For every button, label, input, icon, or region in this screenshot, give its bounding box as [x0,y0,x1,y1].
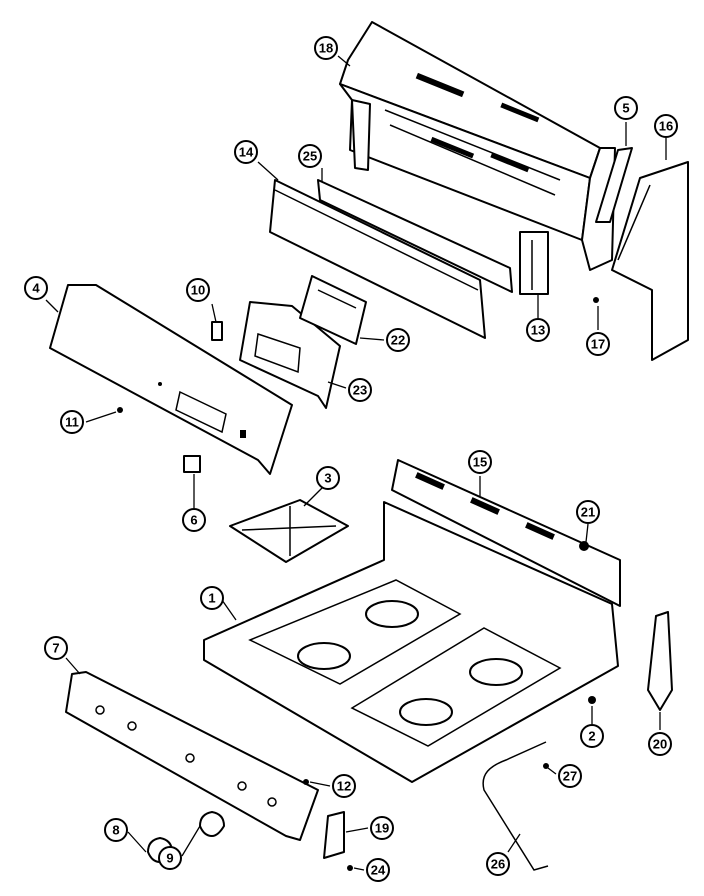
callout-22: 22 [386,328,410,352]
part-24-screw [347,865,353,871]
callout-21-label: 21 [581,505,595,520]
part-22-control-board [299,275,367,345]
callout-2: 2 [580,724,604,748]
part-15-vent-trim [391,459,621,607]
callout-14: 14 [234,140,258,164]
callout-11: 11 [60,410,84,434]
callout-8-label: 8 [112,823,119,838]
callout-15-label: 15 [473,455,487,470]
callout-6: 6 [182,508,206,532]
callout-13-label: 13 [531,323,545,338]
callout-26-label: 26 [491,857,505,872]
fasteners [117,297,599,785]
callout-22-label: 22 [391,333,405,348]
callout-17-label: 17 [591,337,605,352]
callout-21: 21 [576,500,600,524]
callout-4: 4 [24,276,48,300]
callout-9: 9 [158,846,182,870]
part-2-clip [588,696,596,704]
part-11-screw [117,407,123,413]
part-10-switch [211,321,223,341]
callout-18: 18 [314,36,338,60]
callout-1-label: 1 [208,591,215,606]
part-19-bracket [323,811,345,859]
callout-16: 16 [654,114,678,138]
part-7-manifold-panel [65,671,319,841]
part-25-trim [317,179,513,293]
callout-23-label: 23 [353,383,367,398]
callout-9-label: 9 [166,851,173,866]
callout-17: 17 [586,332,610,356]
callout-13: 13 [526,318,550,342]
part-27-screw [543,763,549,769]
part-3-grate [229,499,349,563]
part-14-vent-panel [269,179,486,339]
callout-25: 25 [298,144,322,168]
callout-23: 23 [348,378,372,402]
callout-24-label: 24 [371,863,386,878]
callout-3-label: 3 [324,471,331,486]
callout-3: 3 [316,466,340,490]
callout-18-label: 18 [319,41,333,56]
callout-27: 27 [558,764,582,788]
part-17-screw [593,297,599,303]
part-21-grommet [579,541,589,551]
part-6-module [183,455,201,473]
callout-24: 24 [366,858,390,882]
callout-6-label: 6 [190,513,197,528]
callout-15: 15 [468,450,492,474]
callout-16-label: 16 [659,119,673,134]
part-16-side-trim [611,161,689,361]
callout-19-label: 19 [375,821,389,836]
callout-7: 7 [44,636,68,660]
callout-7-label: 7 [52,641,59,656]
callout-12-label: 12 [337,779,351,794]
callout-11-label: 11 [65,415,79,430]
callout-27-label: 27 [563,769,577,784]
callout-2-label: 2 [588,729,595,744]
part-26-wire [482,741,549,871]
part-5-trim-strip [595,147,633,223]
callout-10: 10 [186,278,210,302]
callout-4-label: 4 [32,281,40,296]
part-1-maintop [203,501,619,783]
callout-20-label: 20 [653,737,667,752]
callout-26: 26 [486,852,510,876]
callout-20: 20 [648,732,672,756]
part-23-display-housing [239,301,341,409]
callout-1: 1 [200,586,224,610]
callout-19: 19 [370,816,394,840]
callouts: 1 2 3 4 5 6 7 8 [24,36,678,882]
callout-5-label: 5 [622,101,629,116]
callout-12: 12 [332,774,356,798]
callout-5: 5 [614,96,638,120]
part-12-screw [303,779,309,785]
callout-25-label: 25 [303,149,317,164]
callout-14-label: 14 [239,145,254,160]
part-4-control-panel [49,284,293,475]
leader-lines [45,55,667,871]
part-9-knob [199,811,225,837]
callout-10-label: 10 [191,283,205,298]
part-20-side-trim [647,611,673,711]
part-18-backguard [339,21,616,295]
callout-8: 8 [104,818,128,842]
